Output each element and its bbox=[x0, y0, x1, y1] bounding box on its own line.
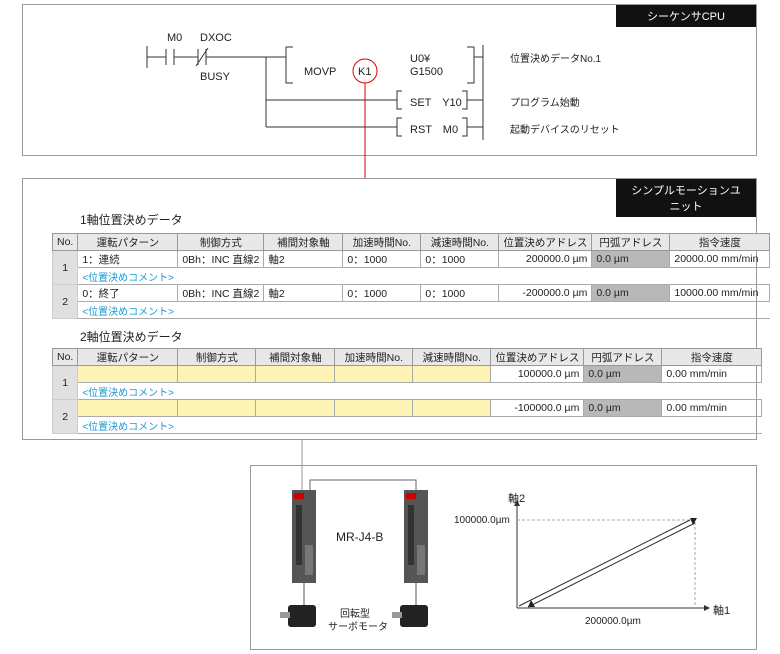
col-method: 制御方式 bbox=[177, 348, 257, 366]
cell-arc: 0.0 µm bbox=[591, 284, 671, 302]
contact-m0: M0 bbox=[167, 32, 183, 44]
col-addr: 位置決めアドレス bbox=[490, 348, 585, 366]
cell-no: 1 bbox=[51, 250, 79, 285]
table-header: No. 運転パターン 制御方式 補間対象軸 加速時間No. 減速時間No. 位置… bbox=[51, 233, 771, 251]
positioning-comment[interactable]: <位置決めコメント> bbox=[77, 301, 770, 319]
positioning-comment[interactable]: <位置決めコメント> bbox=[77, 416, 762, 434]
cell-axis[interactable] bbox=[255, 399, 336, 417]
comment-reset: 起動デバイスのリセット bbox=[510, 125, 620, 136]
cell-dec[interactable]: 0：1000 bbox=[420, 250, 500, 268]
servo-amp-icon bbox=[292, 490, 316, 583]
col-acc: 加速時間No. bbox=[342, 233, 422, 251]
col-acc: 加速時間No. bbox=[334, 348, 414, 366]
cell-method[interactable] bbox=[177, 399, 257, 417]
table-header: No. 運転パターン 制御方式 補間対象軸 加速時間No. 減速時間No. 位置… bbox=[51, 348, 763, 366]
comment-start: プログラム始動 bbox=[510, 98, 580, 109]
cell-method[interactable]: 0Bh：INC 直線2 bbox=[177, 284, 265, 302]
table-row[interactable]: 1 1：連続 0Bh：INC 直線2 軸2 0：1000 0：1000 2000… bbox=[51, 250, 771, 285]
servo-amp-icon bbox=[404, 490, 428, 583]
contact-busy: BUSY bbox=[200, 71, 230, 83]
cell-speed[interactable]: 0.00 mm/min bbox=[661, 365, 763, 383]
table-row[interactable]: 2 -100000.0 µm 0.0 µm 0.00 mm/min bbox=[51, 399, 763, 434]
axis2-title: 2軸位置決めデータ bbox=[80, 330, 183, 344]
cell-no: 1 bbox=[51, 365, 79, 400]
cell-axis[interactable] bbox=[255, 365, 336, 383]
col-addr: 位置決めアドレス bbox=[498, 233, 593, 251]
cell-speed[interactable]: 10000.00 mm/min bbox=[669, 284, 771, 302]
cpu-tag: シーケンサCPU bbox=[616, 5, 756, 27]
table-row[interactable]: 1 100000.0 µm 0.0 µm 0.00 mm/min bbox=[51, 365, 763, 400]
col-method: 制御方式 bbox=[177, 233, 265, 251]
instr-movp: MOVP bbox=[304, 66, 337, 78]
col-no: No. bbox=[51, 348, 79, 366]
axis1-table: No. 運転パターン 制御方式 補間対象軸 加速時間No. 減速時間No. 位置… bbox=[51, 233, 771, 319]
axis1-title: 1軸位置決めデータ bbox=[80, 213, 183, 227]
col-axis: 補間対象軸 bbox=[255, 348, 336, 366]
cell-addr[interactable]: 200000.0 µm bbox=[498, 250, 593, 268]
dest-g1500: G1500 bbox=[410, 66, 444, 78]
x-value: 200000.0µm bbox=[585, 616, 641, 627]
col-speed: 指令速度 bbox=[661, 348, 763, 366]
trajectory-graph bbox=[514, 500, 710, 611]
instr-set: SET Y10 bbox=[410, 97, 462, 109]
col-arc: 円弧アドレス bbox=[583, 348, 663, 366]
y-axis-label: 軸2 bbox=[508, 493, 526, 505]
cell-no: 2 bbox=[51, 284, 79, 319]
cell-dec[interactable] bbox=[412, 399, 492, 417]
instr-rst: RST M0 bbox=[410, 124, 459, 136]
system-panel bbox=[250, 465, 757, 650]
unit-tag: シンプルモーションユニット bbox=[616, 179, 756, 217]
servo-motor-icon bbox=[280, 605, 316, 627]
sequencer-cpu-panel: シーケンサCPU bbox=[22, 4, 757, 156]
motor-label-1: 回転型 bbox=[340, 609, 370, 620]
y-value: 100000.0µm bbox=[454, 515, 510, 526]
cell-arc: 0.0 µm bbox=[583, 365, 663, 383]
cell-dec[interactable]: 0：1000 bbox=[420, 284, 500, 302]
dest-u0: U0¥ bbox=[410, 53, 431, 65]
col-dec: 減速時間No. bbox=[412, 348, 492, 366]
cell-arc: 0.0 µm bbox=[583, 399, 663, 417]
col-pattern: 運転パターン bbox=[77, 348, 179, 366]
contact-dxoc: DXOC bbox=[200, 32, 232, 44]
constant-k1: K1 bbox=[358, 66, 372, 78]
cell-no: 2 bbox=[51, 399, 79, 434]
x-axis-label: 軸1 bbox=[713, 605, 731, 617]
amp-model: MR-J4-B bbox=[336, 530, 384, 544]
motor-label-2: サーボモータ bbox=[328, 622, 388, 633]
table-row[interactable]: 2 0：終了 0Bh：INC 直線2 軸2 0：1000 0：1000 -200… bbox=[51, 284, 771, 319]
servo-motor-icon bbox=[392, 605, 428, 627]
axis2-table: No. 運転パターン 制御方式 補間対象軸 加速時間No. 減速時間No. 位置… bbox=[51, 348, 763, 434]
col-speed: 指令速度 bbox=[669, 233, 771, 251]
cell-pattern[interactable] bbox=[77, 365, 179, 383]
comment-positioning: 位置決めデータNo.1 bbox=[510, 54, 602, 65]
cell-speed[interactable]: 20000.00 mm/min bbox=[669, 250, 771, 268]
